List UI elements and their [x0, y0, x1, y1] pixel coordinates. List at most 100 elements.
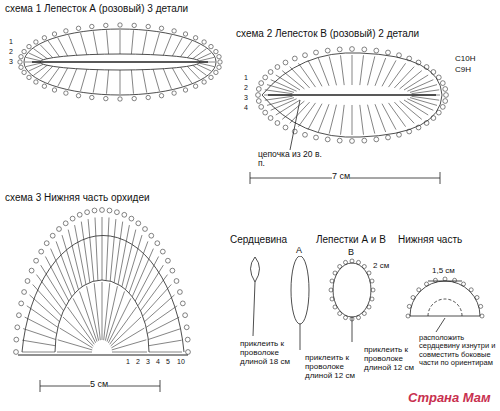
stitch: [382, 60, 396, 86]
picot: [14, 350, 19, 355]
petal-a-shape: [291, 256, 309, 324]
row-number: 2: [136, 358, 140, 366]
stitch: [368, 56, 375, 85]
wire: [300, 324, 301, 350]
picot: [397, 53, 402, 58]
picot: [362, 265, 366, 269]
stitch: [34, 65, 48, 75]
stitch: [265, 96, 293, 100]
stitch: [107, 30, 109, 54]
picot: [440, 105, 445, 110]
picot: [344, 316, 348, 320]
picot: [52, 32, 56, 36]
picot: [436, 110, 441, 115]
picot: [184, 325, 189, 330]
picot: [440, 81, 445, 86]
picot: [172, 29, 176, 33]
dimension-tick: [160, 380, 161, 392]
stitch: [329, 56, 336, 85]
picot: [34, 258, 39, 263]
stitch: [265, 90, 293, 94]
stitch: [26, 63, 41, 67]
stitch: [282, 71, 304, 89]
stitch: [81, 222, 90, 283]
stitch: [60, 328, 93, 348]
stitch: [81, 33, 87, 55]
stitch: [360, 55, 364, 85]
note: приклеить к проволоке длиной 18 см: [240, 340, 298, 366]
picot: [397, 132, 402, 137]
scheme-title: схема 2 Лепесток В (розовый) 2 детали: [236, 28, 419, 39]
picot: [193, 36, 197, 40]
picot: [178, 290, 183, 295]
picot: [159, 26, 163, 30]
picot: [107, 208, 112, 213]
stitch: [143, 31, 147, 54]
stitch: [318, 58, 329, 86]
picot: [386, 135, 391, 140]
picot: [149, 233, 154, 238]
picot: [27, 75, 31, 79]
picot: [443, 277, 447, 281]
picot: [256, 87, 261, 92]
picot: [362, 47, 367, 52]
stitch: [81, 69, 87, 91]
row-number: 10: [177, 358, 185, 366]
picot: [34, 80, 38, 84]
picot: [325, 48, 330, 53]
picot: [122, 212, 127, 217]
picot: [22, 49, 26, 53]
picot: [115, 210, 120, 215]
note: приклеить к проволоке длиной 12 см: [364, 346, 422, 372]
picot: [407, 56, 412, 61]
row-number: 1: [244, 74, 248, 82]
stitch: [143, 70, 147, 93]
stitch: [143, 285, 172, 317]
picot: [19, 301, 24, 306]
picot: [118, 23, 122, 27]
stitch: [110, 219, 116, 281]
stitch: [382, 104, 396, 130]
picot: [19, 65, 23, 69]
stitch: [368, 105, 375, 134]
picot: [90, 95, 94, 99]
picot: [27, 44, 31, 48]
picot: [462, 282, 466, 286]
picot: [424, 121, 429, 126]
chain-line: [32, 61, 208, 62]
stitch: [181, 67, 192, 83]
picot: [193, 84, 197, 88]
picot: [350, 47, 355, 52]
picot: [475, 296, 479, 300]
chain-line: [268, 94, 436, 95]
stitch: [112, 352, 147, 353]
picot: [469, 288, 473, 292]
stitch: [57, 352, 92, 353]
picot: [52, 88, 56, 92]
row-number: 4: [244, 104, 248, 112]
stitch: [58, 68, 68, 86]
picot: [132, 96, 136, 100]
picot: [350, 139, 355, 144]
picot: [70, 216, 75, 221]
picot: [183, 313, 188, 318]
bottom-part-base: [410, 316, 480, 317]
stitch-note: С9Н: [455, 66, 471, 75]
stitch: [389, 103, 406, 127]
stitch: [153, 69, 159, 91]
picot: [362, 312, 366, 316]
picot: [50, 233, 55, 238]
picot: [453, 278, 457, 282]
stitch: [375, 58, 386, 86]
picot: [416, 125, 421, 130]
row-number: 1: [9, 38, 13, 46]
stitch: [126, 235, 143, 290]
leader-line: [290, 100, 300, 150]
picot: [283, 125, 288, 130]
picot: [416, 60, 421, 65]
picot: [159, 94, 163, 98]
picot: [209, 75, 213, 79]
petal-a-outline: [24, 29, 216, 95]
stitch: [105, 286, 117, 341]
